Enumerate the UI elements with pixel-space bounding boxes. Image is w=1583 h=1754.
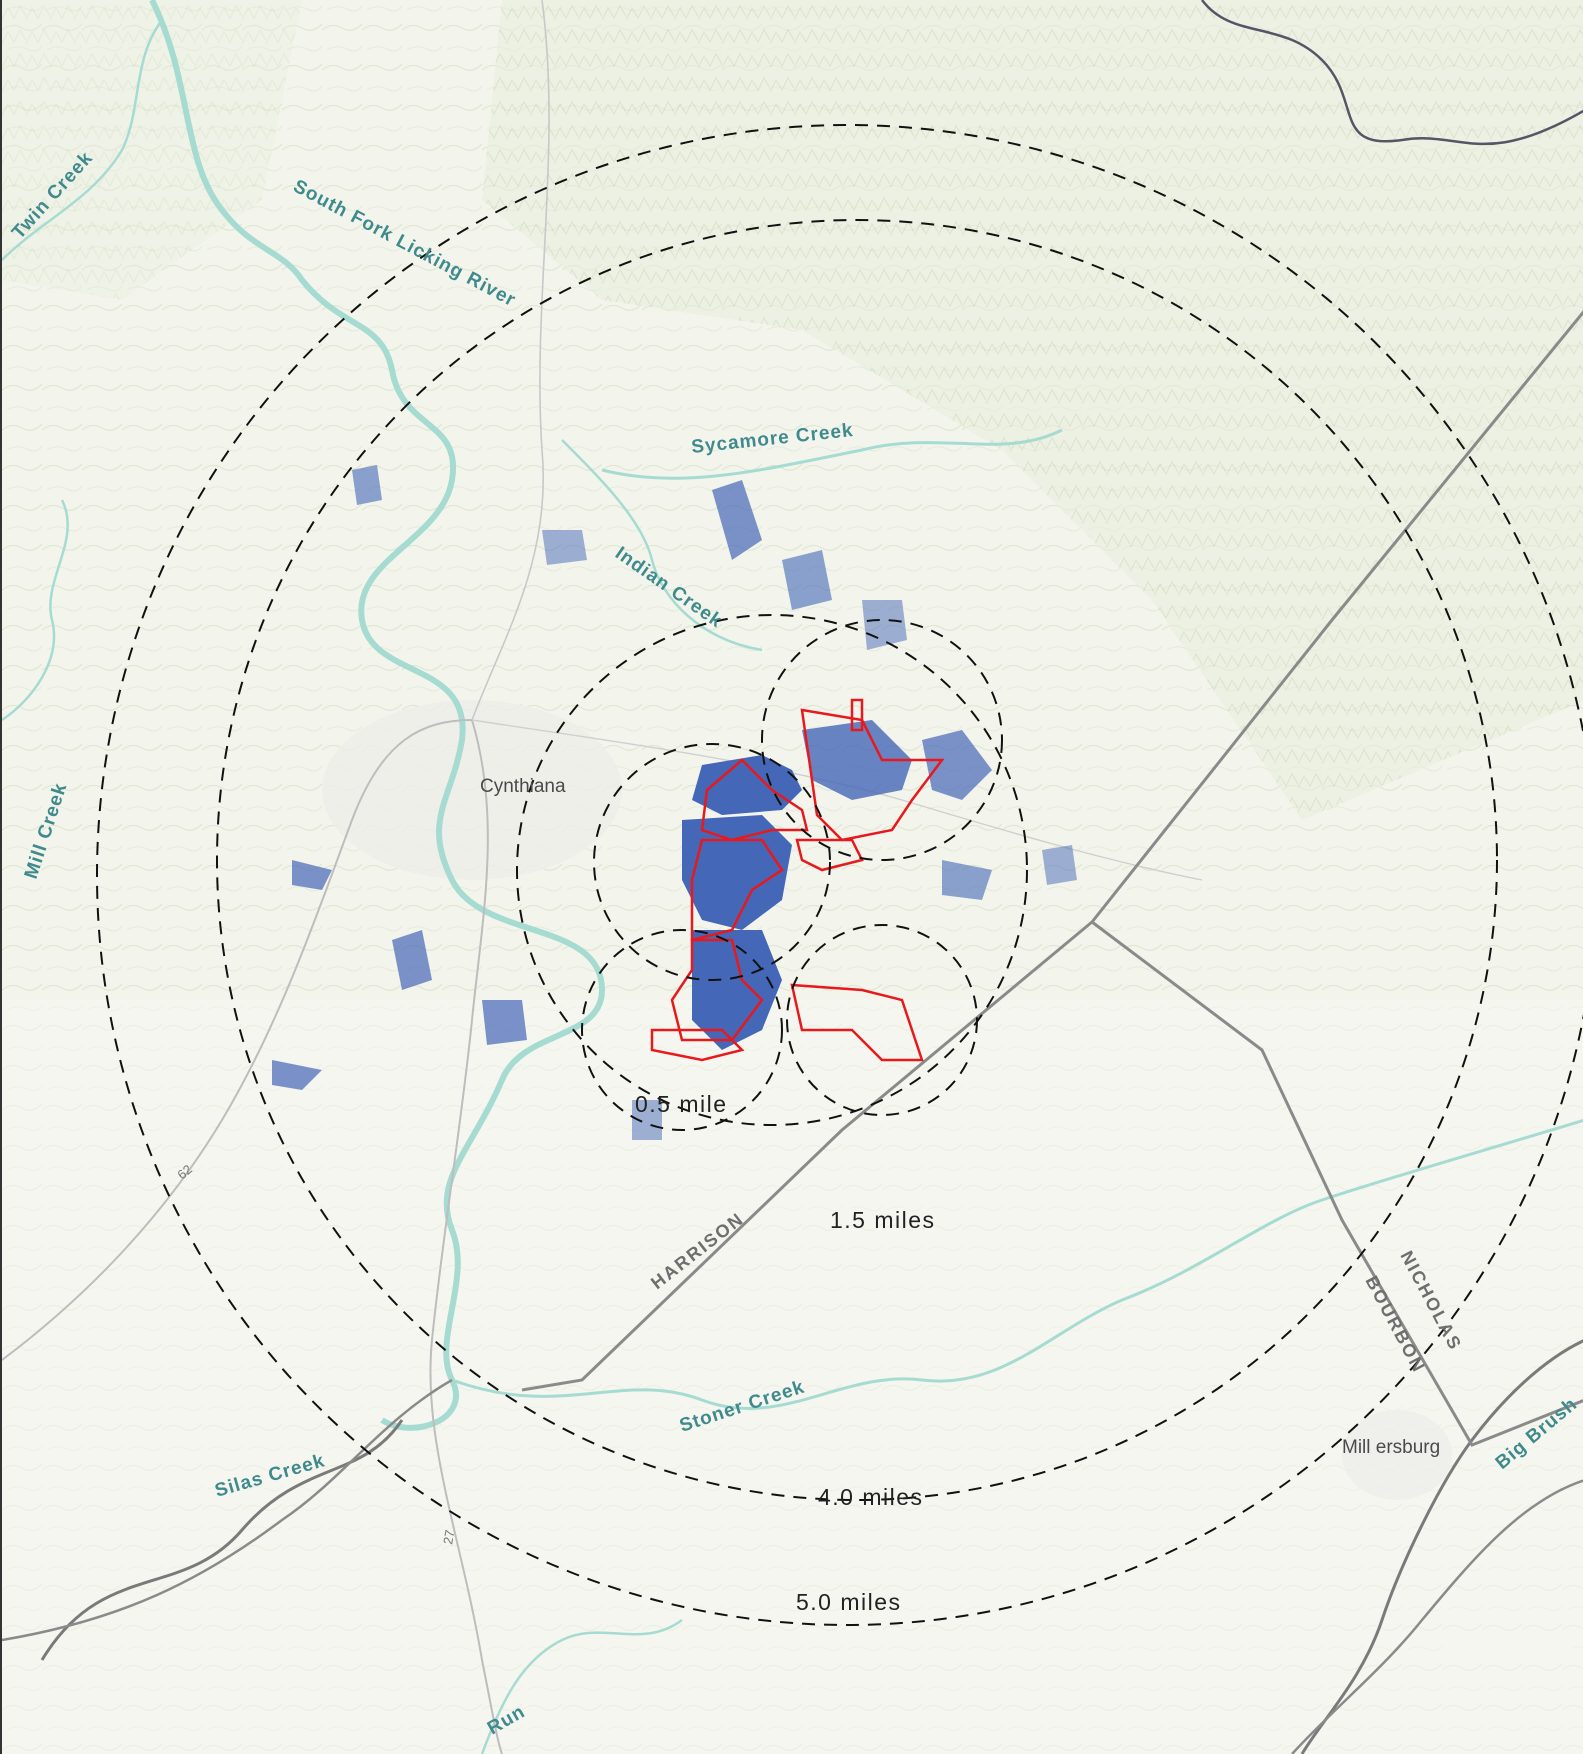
ring-west-small bbox=[581, 929, 783, 1131]
viewshed-north-scatter bbox=[712, 480, 762, 560]
viewshed-west-4 bbox=[292, 860, 332, 890]
label-millersburg: Mill ersburg bbox=[1342, 1437, 1440, 1458]
town-area-millersburg bbox=[1342, 1410, 1452, 1500]
viewshed-west-2 bbox=[482, 1000, 527, 1045]
label-cynthiana: Cynthiana bbox=[480, 776, 566, 797]
project-parcel-spur bbox=[850, 698, 864, 732]
label-ring-4-0: 4.0 miles bbox=[818, 1484, 924, 1510]
south-fork-licking-river bbox=[149, 0, 606, 1431]
ring-5-0-miles bbox=[96, 124, 1583, 1626]
hill-region-northwest bbox=[2, 0, 302, 300]
indian-creek bbox=[561, 439, 763, 652]
viewshed-scatter-6 bbox=[542, 530, 587, 565]
basemap-lowland bbox=[2, 1000, 1583, 1754]
hill-region-north bbox=[482, 0, 1583, 820]
viewshed-scatter-4 bbox=[1042, 845, 1077, 885]
project-boundary bbox=[650, 698, 945, 1062]
visibility-areas bbox=[272, 465, 1077, 1140]
big-brush-creek bbox=[1300, 1339, 1583, 1754]
project-parcel-center bbox=[795, 838, 864, 872]
viewshed-core-south bbox=[692, 930, 782, 1050]
viewshed-scatter-3 bbox=[942, 860, 992, 900]
county-line-nicholas-bourbon bbox=[1091, 920, 1583, 1447]
ring-center-small bbox=[761, 619, 1003, 861]
viewshed-scatter-7 bbox=[632, 1100, 662, 1140]
label-ring-5-0: 5.0 miles bbox=[796, 1589, 902, 1615]
ring-south-small bbox=[786, 924, 978, 1116]
road-north bbox=[471, 0, 550, 721]
county-line-south bbox=[2, 1378, 453, 1642]
ring-1-5-miles bbox=[516, 614, 1028, 1126]
label-ring-1-5: 1.5 miles bbox=[830, 1207, 936, 1233]
viewshed-scatter-2 bbox=[862, 600, 907, 650]
viewshed-scatter-5 bbox=[352, 465, 382, 505]
viewshed-core-north bbox=[692, 755, 802, 815]
viewshed-west-3 bbox=[272, 1060, 322, 1090]
viewshed-northeast bbox=[802, 720, 912, 800]
road-us62 bbox=[2, 719, 473, 1361]
distance-rings bbox=[96, 124, 1583, 1626]
project-parcel-southeast bbox=[790, 983, 924, 1062]
licking-river-northeast bbox=[1201, 0, 1583, 146]
ring-4-0-miles bbox=[216, 219, 1498, 1501]
inset-marker bbox=[1442, 1634, 1572, 1664]
ring-0-5-mile bbox=[593, 743, 831, 981]
viewshed-west-1 bbox=[392, 930, 432, 990]
viewshed-scatter-1 bbox=[782, 550, 832, 610]
stoner-creek bbox=[451, 1119, 1583, 1410]
viewshed-east bbox=[922, 730, 992, 800]
county-line-harrison bbox=[521, 310, 1583, 1392]
project-parcel-west bbox=[690, 838, 784, 942]
road-east bbox=[471, 719, 1203, 881]
project-parcel-northeast bbox=[800, 708, 945, 842]
road-us27 bbox=[429, 719, 503, 1754]
label-route-27: 27 bbox=[440, 1529, 457, 1546]
mill-creek bbox=[2, 499, 69, 722]
twin-creek bbox=[2, 19, 164, 261]
project-parcel-south bbox=[650, 1028, 745, 1062]
silas-creek bbox=[40, 1419, 404, 1661]
town-area-cynthiana bbox=[322, 700, 622, 880]
project-parcel-north bbox=[700, 758, 809, 842]
label-ring-0-5: 0.5 mile bbox=[635, 1091, 728, 1117]
creek-run bbox=[480, 1618, 683, 1754]
sycamore-creek bbox=[601, 428, 1063, 480]
county-line-southeast bbox=[1291, 1479, 1583, 1754]
